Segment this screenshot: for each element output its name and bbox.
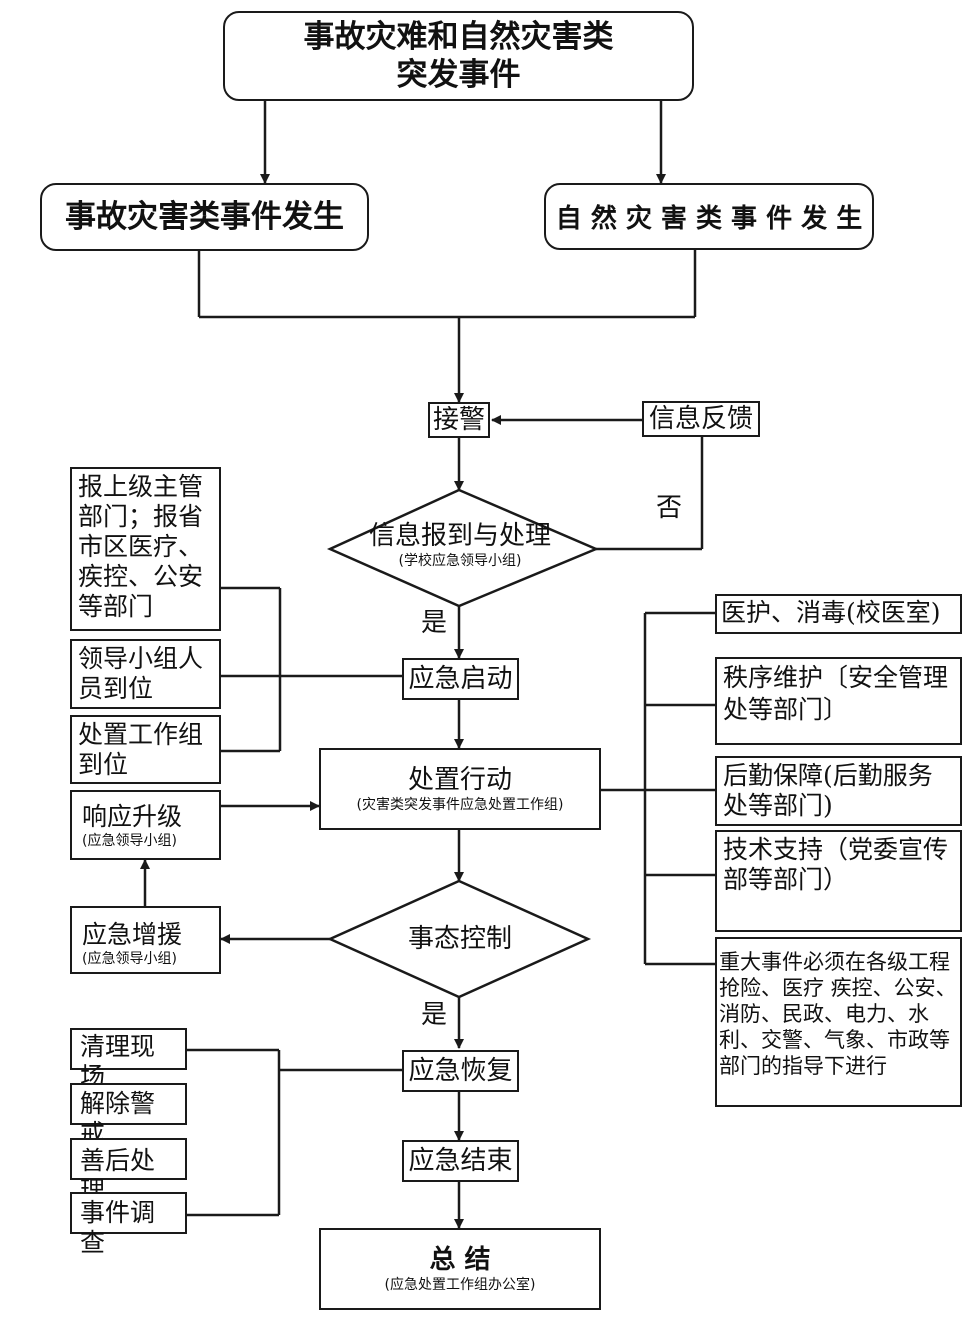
medical-box: 医护、消毒(校医室)	[715, 594, 962, 634]
receive-alarm-box: 接警	[428, 402, 490, 438]
workgroup-arrive-label: 处置工作组到位	[78, 720, 204, 779]
accident-event-box: 事故灾害类事件发生	[40, 183, 369, 251]
receive-alarm-label: 接警	[432, 405, 485, 435]
emergency-start-label: 应急启动	[408, 664, 513, 694]
order-label: 秩序维护〔安全管理处等部门〕	[723, 663, 949, 724]
upgrade-box: 响应升级 (应急领导小组)	[70, 790, 221, 860]
upgrade-sub: (应急领导小组)	[82, 833, 177, 849]
emergency-end-box: 应急结束	[402, 1140, 519, 1182]
major-box: 重大事件必须在各级工程抢险、医疗 疾控、公安、消防、民政、电力、水利、交警、气象…	[715, 937, 962, 1107]
recovery-item-box: 解除警戒	[70, 1083, 187, 1148]
info-report-text: 信息报到与处理 (学校应急领导小组)	[340, 520, 580, 570]
info-report-main: 信息报到与处理	[368, 521, 551, 551]
leaders-arrive-label: 领导小组人员到位	[78, 644, 204, 703]
logistics-label: 后勤保障(后勤服务处等部门)	[723, 761, 933, 820]
workgroup-arrive-box: 处置工作组到位	[70, 715, 221, 784]
emergency-recovery-box: 应急恢复	[402, 1050, 519, 1092]
emergency-start-box: 应急启动	[402, 658, 519, 700]
reinforce-main: 应急增援	[82, 920, 183, 949]
recovery-item-box: 事件调查	[70, 1192, 187, 1257]
tech-label: 技术支持（党委宣传部等部门）	[723, 835, 949, 894]
summary-sub: (应急处置工作组办公室)	[384, 1277, 536, 1293]
yes-label-1: 是	[421, 608, 448, 638]
title-line2: 突发事件	[396, 57, 521, 93]
report-superior-box: 报上级主管部门；报省市区医疗、疾控、公安等部门	[70, 467, 221, 631]
situation-control-diamond	[326, 879, 592, 999]
accident-event-label: 事故灾害类事件发生	[65, 199, 344, 235]
recovery-item-box: 清理现场	[70, 1028, 187, 1091]
natural-event-label: 自 然 灾 害 类 事 件 发 生	[555, 204, 863, 234]
tech-box: 技术支持（党委宣传部等部门）	[715, 830, 962, 932]
info-report-diamond	[326, 488, 600, 608]
info-report-sub: (学校应急领导小组)	[398, 553, 522, 569]
major-label: 重大事件必须在各级工程抢险、医疗 疾控、公安、消防、民政、电力、水利、交警、气象…	[719, 950, 957, 1078]
recovery-item-box: 善后处理	[70, 1138, 187, 1205]
info-feedback-box: 信息反馈	[642, 401, 760, 437]
situation-control-label: 事态控制	[407, 924, 512, 954]
recovery-item-label: 事件调查	[80, 1198, 156, 1257]
emergency-end-label: 应急结束	[408, 1146, 513, 1176]
reinforce-sub: (应急领导小组)	[82, 951, 177, 967]
report-superior-label: 报上级主管部门；报省市区医疗、疾控、公安等部门	[78, 472, 204, 621]
upgrade-main: 响应升级	[82, 802, 183, 831]
action-sub: (灾害类突发事件应急处置工作组)	[356, 797, 564, 813]
natural-event-box: 自 然 灾 害 类 事 件 发 生	[544, 183, 874, 250]
logistics-box: 后勤保障(后勤服务处等部门)	[715, 756, 962, 826]
medical-label: 医护、消毒(校医室)	[721, 598, 941, 627]
leaders-arrive-box: 领导小组人员到位	[70, 639, 221, 709]
action-box: 处置行动 (灾害类突发事件应急处置工作组)	[319, 748, 601, 830]
action-main: 处置行动	[407, 765, 512, 795]
info-feedback-label: 信息反馈	[648, 404, 753, 434]
summary-box: 总 结 (应急处置工作组办公室)	[319, 1228, 601, 1310]
emergency-recovery-label: 应急恢复	[408, 1056, 513, 1086]
title-box: 事故灾难和自然灾害类 突发事件	[223, 11, 694, 101]
no-label: 否	[656, 493, 683, 523]
summary-main: 总 结	[429, 1245, 491, 1275]
yes-label-2: 是	[421, 1000, 448, 1030]
situation-control-text: 事态控制	[380, 923, 540, 955]
order-box: 秩序维护〔安全管理处等部门〕	[715, 657, 962, 745]
title-line1: 事故灾难和自然灾害类	[303, 19, 614, 55]
reinforce-box: 应急增援 (应急领导小组)	[70, 906, 221, 974]
